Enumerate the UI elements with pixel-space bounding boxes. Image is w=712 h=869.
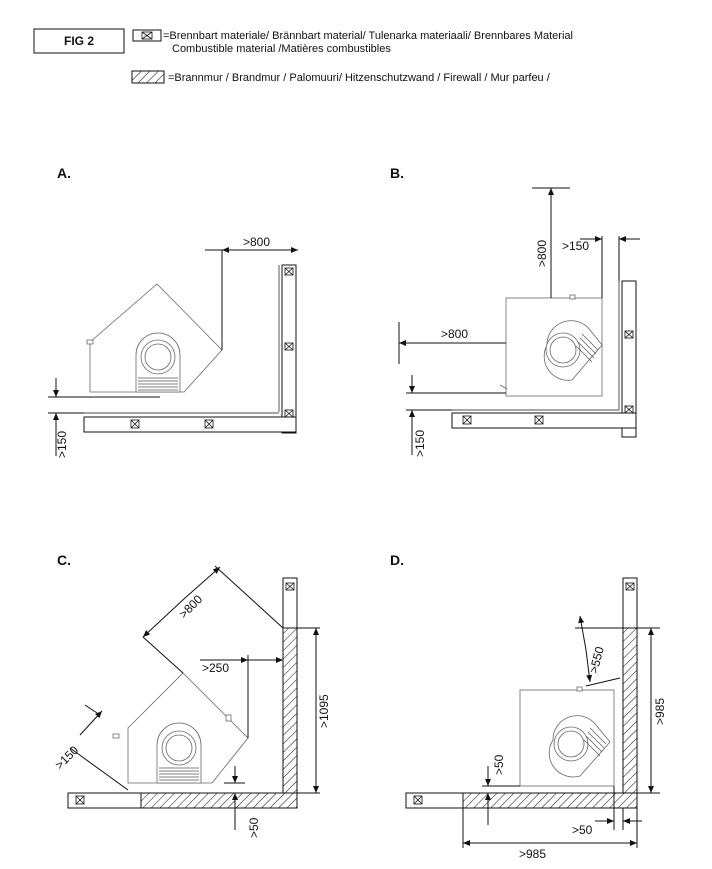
panel-a-dim-800: >800 — [205, 235, 298, 350]
panel-b-dim-800-top-text: >800 — [535, 240, 549, 267]
panel-d-label: D. — [390, 552, 404, 568]
legend-combustible-line1: =Brennbart materiale/ Brännbart material… — [163, 30, 573, 42]
panel-b-stove — [499, 294, 603, 397]
legend-firewall: =Brannmur / Brandmur / Palomuuri/ Hitzen… — [168, 72, 551, 84]
panel-d-dim-550-text: >550 — [586, 645, 607, 675]
panel-c-firewall-vertical — [282, 627, 298, 794]
panel-a-right-wall — [278, 264, 297, 434]
panel-b-dim-150-top-text: >150 — [562, 239, 589, 253]
panel-c-dim-1095-text: >1095 — [317, 694, 331, 728]
panel-d-dim-50-h: >50 — [572, 786, 642, 837]
panel-c-dim-250: >250 — [200, 655, 283, 738]
panel-b: B. >8 — [390, 165, 640, 457]
panel-c-right-wall — [282, 577, 298, 794]
panel-c-label: C. — [57, 552, 71, 568]
firewall-symbol — [131, 70, 165, 84]
panel-a-stove — [86, 283, 223, 393]
panel-b-label: B. — [390, 165, 404, 181]
figure-label-box — [33, 28, 125, 54]
panel-d-floor-wall — [405, 792, 638, 809]
panel-b-dim-150-text: >150 — [413, 430, 427, 457]
panel-d-dim-550: >550 — [575, 615, 623, 687]
panel-b-right-wall — [618, 280, 637, 438]
panel-b-dim-150: >150 — [406, 375, 506, 457]
panel-d-firewall-vertical — [622, 627, 638, 794]
panel-c: C. — [52, 552, 331, 838]
panel-d-dim-50-v: >50 — [482, 754, 520, 825]
panel-c-dim-800: >800 — [142, 565, 284, 674]
panel-c-firewall-floor — [140, 792, 298, 809]
panel-c-dim-1095: >1095 — [297, 627, 331, 794]
panel-a: A. — [48, 165, 298, 458]
panel-c-stove — [112, 672, 249, 784]
panel-b-dim-150-top: >150 — [562, 236, 640, 298]
panel-d-dim-985-h-text: >985 — [519, 847, 546, 861]
panel-d-firewall-floor — [462, 792, 638, 809]
panel-d-dim-985-v-text: >985 — [653, 698, 667, 725]
combustible-material-symbol — [132, 29, 162, 42]
panel-a-floor-wall — [83, 412, 297, 433]
legend-combustible-line2: Combustible material /Matières combustib… — [172, 43, 391, 55]
panel-c-dim-800-text: >800 — [176, 592, 205, 621]
panel-c-floor-wall — [67, 792, 298, 809]
panel-c-dim-250-text: >250 — [202, 661, 229, 675]
panel-c-dim-50-text: >50 — [247, 817, 261, 838]
panel-b-dim-800-side-text: >800 — [441, 327, 468, 341]
panel-a-dim-150-text: >150 — [55, 431, 69, 458]
panel-b-floor-wall — [451, 409, 637, 429]
panel-d-dim-50-h-text: >50 — [572, 823, 593, 837]
panel-a-dim-800-text: >800 — [243, 235, 270, 249]
panel-d-right-wall — [622, 577, 638, 794]
panel-c-dim-50: >50 — [224, 766, 261, 838]
panel-a-dim-150: >150 — [48, 378, 160, 458]
panel-a-label: A. — [57, 165, 71, 181]
panel-c-dim-150: >150 — [52, 704, 129, 791]
panel-d-dim-985-h: >985 — [462, 808, 638, 861]
panel-d-stove — [519, 686, 615, 787]
panel-b-dim-800-side: >800 — [398, 322, 506, 364]
panel-d-dim-50-v-text: >50 — [492, 754, 506, 775]
panel-d: D. >550 — [390, 552, 667, 861]
figure-label: FIG 2 — [64, 34, 94, 48]
panel-b-dim-800-top: >800 — [532, 187, 570, 298]
panel-c-dim-150-text: >150 — [52, 743, 81, 772]
panel-d-dim-985-v: >985 — [637, 627, 667, 794]
legend: FIG 2 =Brennbart materiale/ Brännbart ma… — [33, 28, 573, 84]
